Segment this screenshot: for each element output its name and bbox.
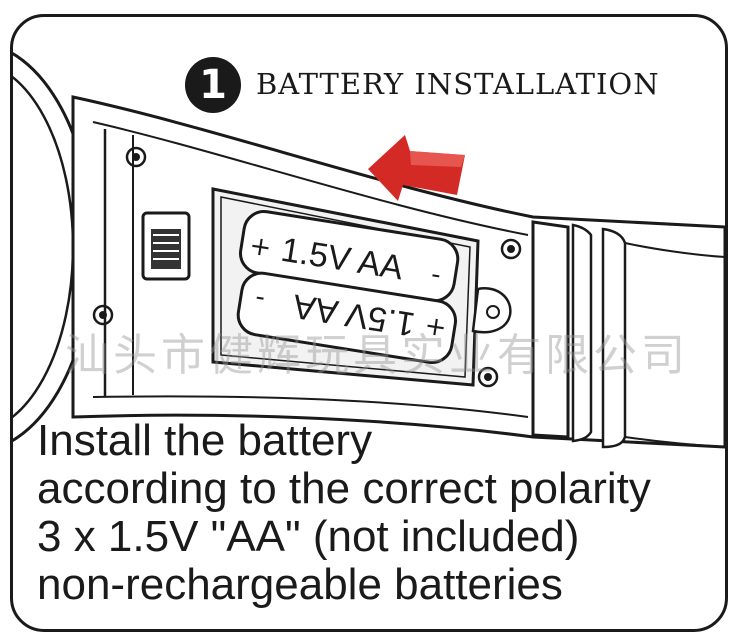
instruction-line-1: Install the battery — [37, 416, 373, 465]
battery-2-minus: - — [253, 283, 267, 314]
battery-2-plus: + — [423, 310, 449, 343]
battery-2: + 1.5V AA - — [236, 271, 457, 364]
arrow-left-icon — [368, 135, 465, 201]
battery-1-minus: - — [429, 259, 443, 290]
battery-1-plus: + — [247, 231, 273, 264]
step-number-badge: 1 — [185, 57, 241, 113]
instruction-line-3: 3 x 1.5V "AA" (not included) — [37, 512, 580, 561]
handle-collar — [531, 220, 725, 449]
device-illustration: + 1.5V AA - + 1.5V AA - — [13, 52, 725, 449]
slide-switch-icon — [141, 211, 191, 281]
watermark-text: 汕头市健辉玩具实业有限公司 — [65, 330, 689, 381]
instruction-text: Install the battery according to the cor… — [37, 417, 651, 609]
instruction-line-4: non-rechargeable batteries — [37, 560, 563, 609]
instruction-line-2: according to the correct polarity — [37, 464, 651, 513]
step-title: BATTERY INSTALLATION — [256, 67, 660, 101]
instruction-panel: + 1.5V AA - + 1.5V AA - 1 BATTERY INSTAL… — [10, 14, 728, 632]
screw-icon — [92, 146, 522, 388]
